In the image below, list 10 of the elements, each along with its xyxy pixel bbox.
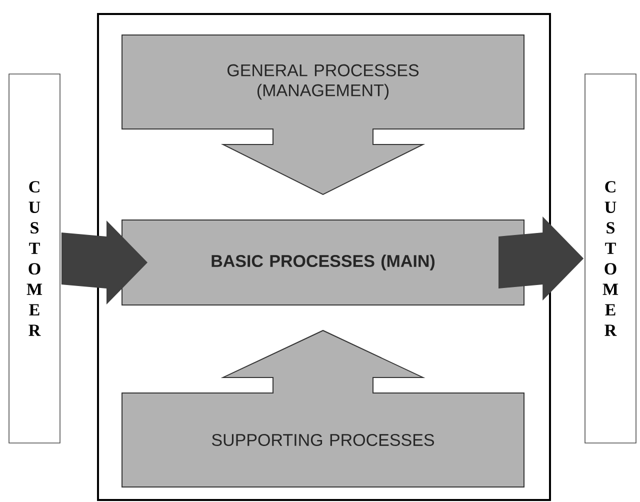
process-box: SUPPORTING PROCESSES [122,392,524,488]
frame-box [97,13,551,501]
arrow [61,220,148,304]
arrow [498,216,584,300]
process-box: GENERAL PROCESSES (MANAGEMENT) [122,34,524,130]
arrow [220,330,426,394]
arrow [220,128,426,196]
process-box: BASIC PROCESSES (MAIN) [122,220,524,306]
customer-box: CUSTOMER [584,74,636,444]
customer-box: CUSTOMER [8,74,60,444]
